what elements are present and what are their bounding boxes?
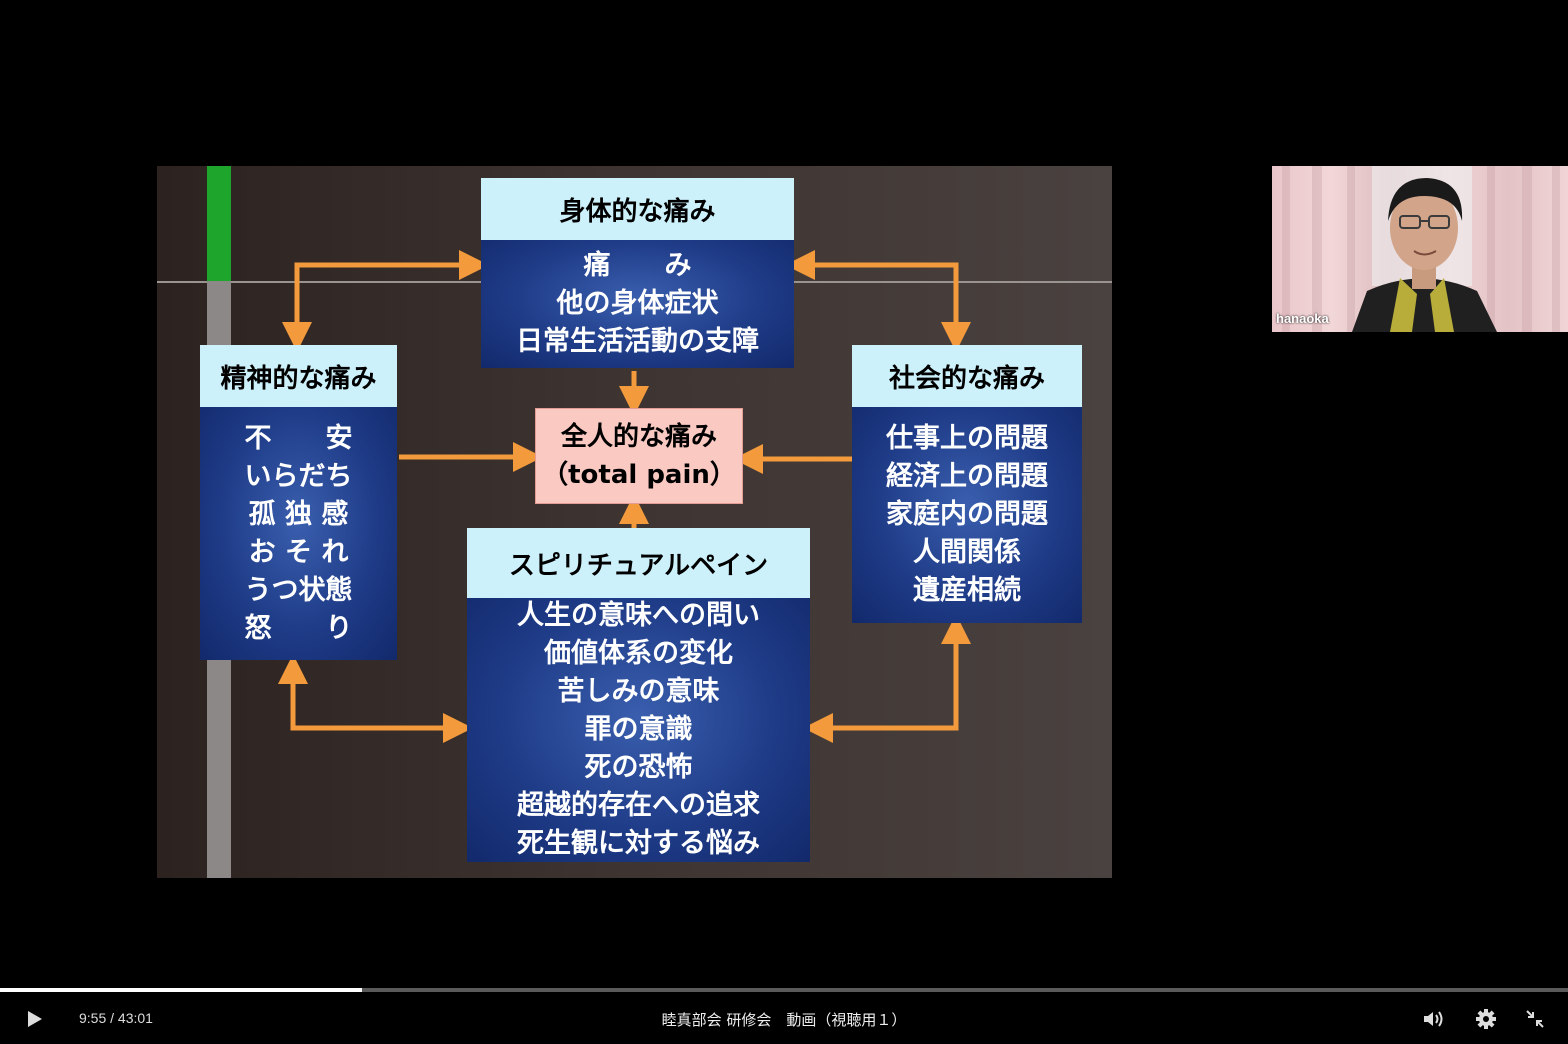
- total-pain-box: 全人的な痛み （total pain）: [535, 408, 743, 504]
- mental-pain-box: 精神的な痛み 不 安 いらだち 孤 独 感 お そ れ うつ状態 怒 り: [200, 345, 397, 660]
- slide-green-bar: [207, 166, 231, 281]
- duration: 43:01: [117, 1010, 153, 1026]
- social-pain-box: 社会的な痛み 仕事上の問題 経済上の問題 家庭内の問題 人間関係 遺産相続: [852, 345, 1082, 623]
- time-display: 9:55 / 43:01: [79, 1010, 153, 1026]
- social-pain-line: 家庭内の問題: [886, 499, 1048, 530]
- mental-pain-line: 怒 り: [244, 612, 353, 644]
- mental-pain-line: 不 安: [244, 422, 353, 454]
- arrow-right-bottom: [803, 686, 959, 743]
- player-controls: 9:55 / 43:01 睦真部会 研修会 動画（視聴用１）: [0, 992, 1568, 1044]
- physical-pain-box: 身体的な痛み 痛 み 他の身体症状 日常生活活動の支障: [481, 178, 794, 368]
- mental-pain-line: うつ状態: [244, 574, 353, 606]
- spiritual-pain-line: 苦しみの意味: [557, 676, 720, 707]
- settings-icon[interactable]: [1474, 1007, 1498, 1031]
- presenter-video: [1282, 166, 1560, 332]
- volume-icon[interactable]: [1422, 1007, 1446, 1031]
- total-pain-title: 全人的な痛み: [560, 422, 717, 452]
- video-stage[interactable]: 身体的な痛み 痛 み 他の身体症状 日常生活活動の支障 精神的な痛み 不 安 い…: [0, 0, 1568, 988]
- social-pain-line: 仕事上の問題: [886, 423, 1048, 454]
- physical-pain-line: 日常生活活動の支障: [516, 326, 759, 357]
- mental-pain-line: お そ れ: [248, 536, 349, 568]
- progress-bar[interactable]: [0, 988, 1568, 992]
- participant-name: hanaoka: [1276, 311, 1329, 326]
- presentation-slide: 身体的な痛み 痛 み 他の身体症状 日常生活活動の支障 精神的な痛み 不 安 い…: [157, 166, 1112, 878]
- physical-pain-line: 痛 み: [583, 250, 692, 281]
- arrow-left-bottom: [290, 713, 473, 743]
- progress-bar-fill: [0, 988, 362, 992]
- mental-pain-line: いらだち: [244, 460, 353, 492]
- current-time: 9:55: [79, 1010, 107, 1026]
- social-pain-line: 経済上の問題: [886, 461, 1048, 492]
- social-pain-title: 社会的な痛み: [852, 345, 1082, 407]
- arrow-top-left: [294, 250, 489, 326]
- exit-fullscreen-icon[interactable]: [1523, 1007, 1547, 1031]
- physical-pain-line: 他の身体症状: [556, 288, 719, 319]
- arrow-top-right: [785, 250, 959, 326]
- spiritual-pain-line: 死の恐怖: [584, 752, 693, 783]
- spiritual-pain-line: 罪の意識: [584, 714, 693, 745]
- physical-pain-title: 身体的な痛み: [481, 178, 794, 240]
- spiritual-pain-box: スピリチュアルペイン 人生の意味への問い 価値体系の変化 苦しみの意味 罪の意識…: [467, 528, 810, 862]
- video-title: 睦真部会 研修会 動画（視聴用１）: [661, 1011, 907, 1029]
- spiritual-pain-line: 人生の意味への問い: [517, 600, 760, 631]
- social-pain-line: 遺産相続: [913, 575, 1021, 606]
- spiritual-pain-line: 死生観に対する悩み: [517, 828, 760, 859]
- mental-pain-line: 孤 独 感: [248, 498, 349, 530]
- play-icon[interactable]: [24, 1009, 44, 1029]
- time-separator: /: [110, 1010, 115, 1026]
- total-pain-subtitle: （total pain）: [542, 460, 736, 490]
- spiritual-pain-line: 価値体系の変化: [544, 638, 733, 669]
- social-pain-line: 人間関係: [913, 537, 1021, 568]
- spiritual-pain-title: スピリチュアルペイン: [467, 528, 810, 598]
- webcam-thumbnail: hanaoka: [1272, 166, 1568, 332]
- mental-pain-title: 精神的な痛み: [200, 345, 397, 407]
- spiritual-pain-line: 超越的存在への追求: [517, 790, 760, 821]
